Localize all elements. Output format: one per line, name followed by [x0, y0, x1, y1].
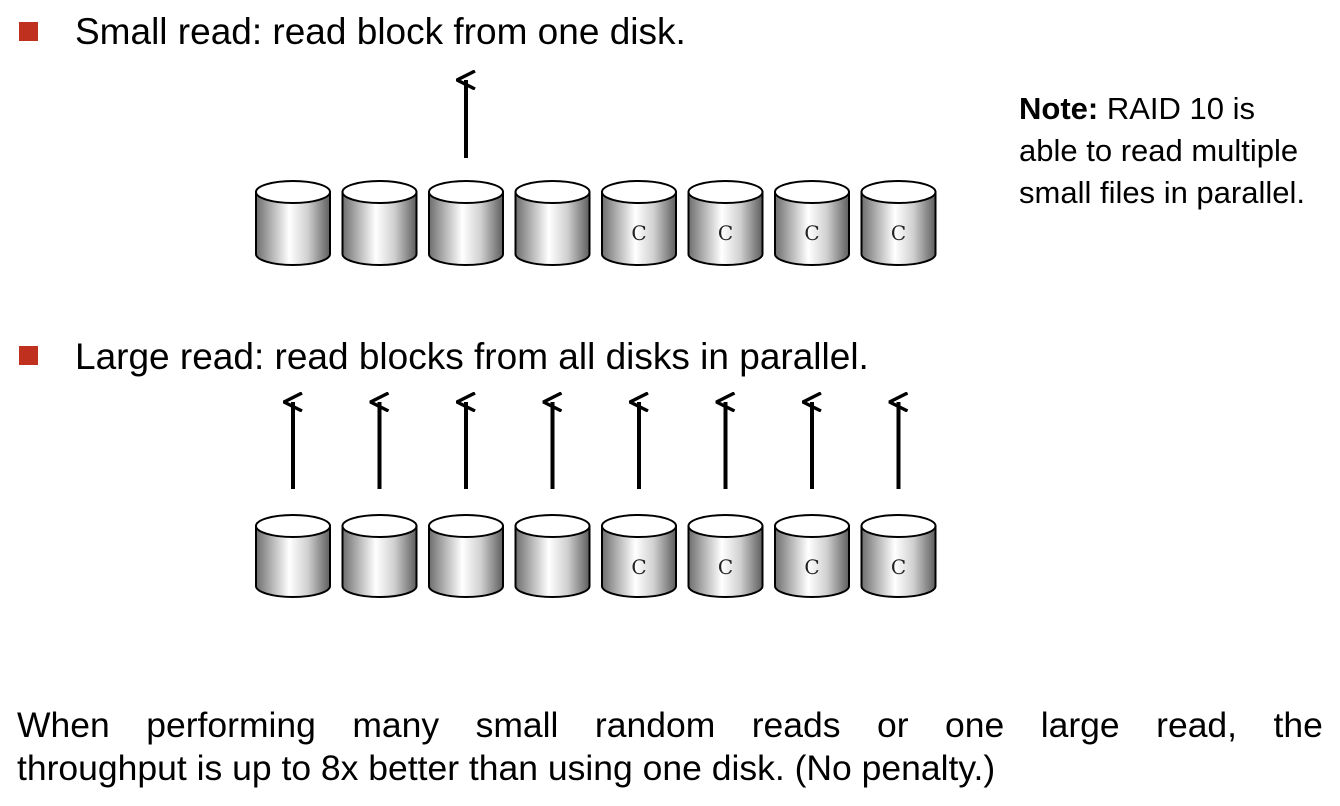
- disk-label: C: [718, 555, 733, 579]
- disk: C: [860, 180, 937, 266]
- note-line-3: small files in parallel.: [1019, 175, 1305, 210]
- disk: [514, 180, 591, 266]
- footer-word: many: [352, 705, 440, 745]
- disk-top: [514, 180, 591, 204]
- disk-label: C: [718, 221, 733, 245]
- disk: C: [601, 514, 677, 598]
- disk-body: [601, 525, 677, 598]
- note-label: Note:: [1019, 91, 1099, 126]
- disk-top: [255, 180, 331, 204]
- disk-label: C: [891, 221, 906, 245]
- disk: C: [774, 180, 850, 266]
- disk: [255, 180, 331, 266]
- footer-word: reads: [751, 705, 841, 745]
- disk-top: [601, 180, 677, 204]
- disk-body: [860, 191, 937, 266]
- disk-body: [774, 525, 850, 598]
- disk-label: C: [804, 555, 819, 579]
- footer-word: or: [877, 705, 909, 745]
- disk-body: [428, 191, 504, 266]
- footer-word: large: [1040, 705, 1120, 745]
- note-line-1-text: RAID 10 is: [1106, 91, 1256, 126]
- small-read-text: Small read: read block from one disk.: [75, 11, 686, 52]
- footer-line-2: throughput is up to 8x better than using…: [17, 748, 996, 788]
- disk-top: [255, 514, 331, 538]
- disk-body: [601, 191, 677, 266]
- footer-word: the: [1273, 705, 1323, 745]
- footer-word: one: [945, 705, 1005, 745]
- footer-word: small: [475, 705, 559, 745]
- disk: C: [860, 514, 937, 598]
- disk-top: [774, 180, 850, 204]
- disk-body: [774, 191, 850, 266]
- disk-top: [514, 514, 591, 538]
- disk-top: [428, 180, 504, 204]
- disk: [514, 514, 591, 598]
- disk: [428, 514, 504, 598]
- disk: [341, 180, 418, 266]
- footer-word: read,: [1156, 705, 1238, 745]
- disk-top: [687, 514, 764, 538]
- disk-body: [341, 191, 418, 266]
- disk: C: [687, 180, 764, 266]
- disk: [428, 180, 504, 266]
- disk-body: [341, 525, 418, 598]
- disk-label: C: [891, 555, 906, 579]
- disk: C: [687, 514, 764, 598]
- footer-word: When: [17, 705, 110, 745]
- footer-word: random: [594, 705, 716, 745]
- large-read-text: Large read: read blocks from all disks i…: [75, 336, 869, 377]
- bullet-marker-small-read: [19, 22, 38, 41]
- disk-top: [341, 180, 418, 204]
- disk-body: [514, 191, 591, 266]
- disk: C: [774, 514, 850, 598]
- disk-body: [687, 191, 764, 266]
- disk-top: [428, 514, 504, 538]
- disk: [341, 514, 418, 598]
- disk-body: [860, 525, 937, 598]
- disk: C: [601, 180, 677, 266]
- disk-body: [255, 525, 331, 598]
- footer-word: performing: [146, 705, 316, 745]
- disk: [255, 514, 331, 598]
- disk-top: [601, 514, 677, 538]
- disk-body: [255, 191, 331, 266]
- disk-top: [687, 180, 764, 204]
- disk-label: C: [631, 221, 646, 245]
- disk-body: [687, 525, 764, 598]
- note-line-2: able to read multiple: [1019, 133, 1299, 168]
- disk-top: [860, 514, 937, 538]
- note: Note: RAID 10 is able to read multiple s…: [1019, 88, 1305, 214]
- disk-top: [341, 514, 418, 538]
- disk-body: [514, 525, 591, 598]
- note-line-1: Note: RAID 10 is: [1019, 88, 1305, 130]
- disk-label: C: [804, 221, 819, 245]
- disk-top: [860, 180, 937, 204]
- bullet-marker-large-read: [19, 346, 38, 365]
- disk-top: [774, 514, 850, 538]
- disk-body: [428, 525, 504, 598]
- disk-label: C: [631, 555, 646, 579]
